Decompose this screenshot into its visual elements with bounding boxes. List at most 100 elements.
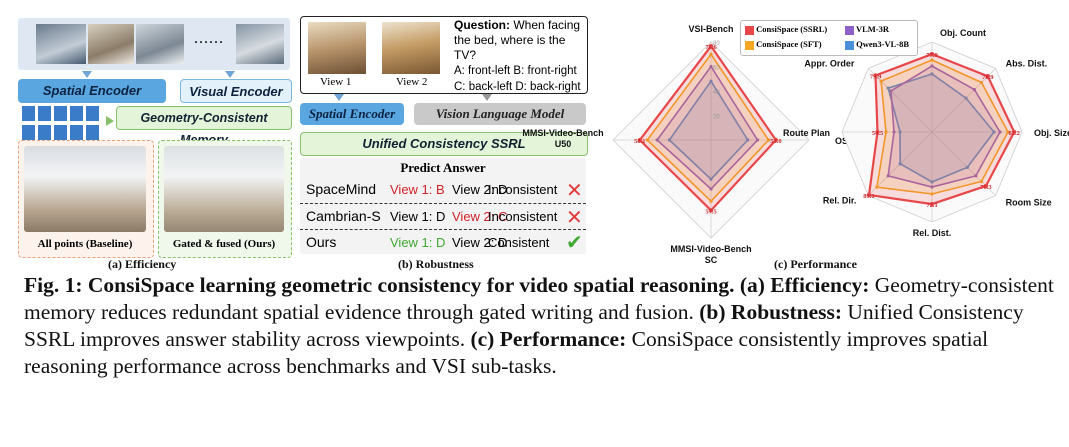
view1-image bbox=[308, 22, 366, 74]
subcaption-b: (b) Robustness bbox=[398, 257, 474, 271]
table-row: SpaceMind View 1: B View 2: D Inconsiste… bbox=[300, 177, 586, 202]
caption-text-a: Geometry-consistent memory reduces redun… bbox=[24, 273, 1054, 324]
radar-point bbox=[898, 162, 902, 166]
video-frame bbox=[136, 24, 184, 64]
radar-point bbox=[709, 79, 713, 83]
arrow-down-icon bbox=[334, 94, 344, 101]
video-frame bbox=[236, 24, 284, 64]
legend-item: VLM-3R bbox=[845, 24, 889, 35]
question-text: Question: When facing the bed, where is … bbox=[454, 18, 581, 93]
axis-label: U50 bbox=[555, 139, 572, 149]
data-label: 82.2 bbox=[1009, 130, 1020, 137]
caption-label-c: (c) Performance: bbox=[470, 327, 627, 351]
data-label: 57.5 bbox=[705, 208, 717, 215]
pointcloud-ours bbox=[164, 146, 284, 232]
legend: ConsiSpace (SSRL) VLM-3R ConsiSpace (SFT… bbox=[740, 20, 918, 56]
view1-label: View 1 bbox=[320, 76, 352, 88]
radar-point bbox=[886, 86, 890, 90]
axis-label: Obj. Size bbox=[1034, 128, 1069, 138]
radar-point bbox=[875, 129, 880, 135]
data-label: 76.3 bbox=[980, 184, 992, 191]
radar-point bbox=[898, 130, 902, 134]
legend-swatch bbox=[745, 40, 754, 50]
radar-point bbox=[773, 137, 779, 143]
view1-answer: View 1: B bbox=[390, 182, 445, 197]
view2-label: View 2 bbox=[396, 76, 428, 88]
predict-header: Predict Answer bbox=[400, 160, 486, 175]
subcaption-a: (a) Efficiency bbox=[108, 257, 177, 271]
view1-answer: View 1: D bbox=[390, 235, 446, 250]
arrow-down-icon bbox=[82, 71, 92, 78]
video-frame bbox=[88, 24, 134, 64]
caption-label-a: (a) Efficiency: bbox=[739, 273, 870, 297]
radar-point bbox=[979, 80, 984, 85]
radar-point bbox=[886, 174, 890, 178]
view2-answer: View 2: D bbox=[452, 182, 508, 197]
radar-point bbox=[929, 51, 935, 57]
radar-point bbox=[992, 130, 996, 134]
caption-label-b: (b) Robustness: bbox=[699, 300, 843, 324]
radar-point bbox=[930, 58, 934, 62]
figure-caption: Fig. 1: ConsiSpace learning geometric co… bbox=[24, 272, 1054, 380]
radar-point bbox=[965, 165, 969, 169]
video-frame bbox=[36, 24, 86, 64]
radar-point bbox=[985, 74, 990, 79]
axis-label: Appr. Order bbox=[804, 58, 855, 68]
visual-encoder-block: Visual Encoder bbox=[180, 79, 292, 103]
axis-label: Obj. Count bbox=[940, 28, 986, 38]
axis-label: Route Plan bbox=[783, 128, 830, 138]
legend-item: ConsiSpace (SFT) bbox=[745, 39, 822, 50]
radar-charts: 76.653.057.558.120406080VSI-BenchOSI-Ben… bbox=[522, 24, 1069, 265]
legend-swatch bbox=[845, 25, 854, 35]
row-divider bbox=[300, 203, 586, 204]
radar-point bbox=[930, 180, 934, 184]
caption-text-b: Unified Consistency SSRL improves answer… bbox=[24, 300, 1024, 351]
radar-point bbox=[746, 138, 750, 142]
check-icon: ✔ bbox=[566, 230, 583, 254]
data-label: 89.1 bbox=[863, 193, 874, 200]
radar-point bbox=[930, 192, 934, 196]
legend-swatch bbox=[745, 25, 754, 35]
tick-label: 60 bbox=[713, 66, 720, 72]
model-name: Cambrian-S bbox=[306, 208, 381, 224]
radar-point bbox=[879, 79, 883, 83]
radar-point bbox=[889, 89, 893, 93]
row-divider bbox=[300, 229, 586, 230]
radar-point bbox=[930, 72, 934, 76]
table-row: Ours View 1: D View 2: D Consistent ✔ bbox=[300, 230, 586, 255]
subcaption-c: (c) Performance bbox=[774, 257, 857, 271]
radar-point bbox=[930, 64, 934, 68]
tick-label: 40 bbox=[713, 90, 720, 96]
predict-table bbox=[300, 158, 586, 254]
radar-point bbox=[875, 185, 879, 189]
radar-point bbox=[708, 43, 714, 49]
radar-point bbox=[983, 183, 989, 189]
table-row: Cambrian-S View 1: D View 2: C Inconsist… bbox=[300, 204, 586, 229]
fig-number: Fig. 1: bbox=[24, 273, 83, 297]
radar-point bbox=[755, 138, 760, 142]
view1-answer: View 1: D bbox=[390, 209, 446, 224]
legend-item: ConsiSpace (SSRL) bbox=[745, 24, 827, 35]
model-name: SpaceMind bbox=[306, 181, 377, 197]
radar-point bbox=[709, 52, 713, 56]
vlm-block: Vision Language Model bbox=[414, 103, 586, 125]
radar-point bbox=[930, 185, 934, 189]
radar-point bbox=[1006, 130, 1010, 134]
legend-item: Qwen3-VL-8B bbox=[845, 39, 909, 50]
memory-block: Geometry-Consistent Memory bbox=[116, 106, 292, 147]
radar-point bbox=[1012, 129, 1017, 135]
radar-spoke bbox=[868, 68, 933, 133]
label-ours: Gated & fused (Ours) bbox=[172, 238, 276, 250]
radar-point bbox=[645, 138, 649, 142]
status-text: Consistent bbox=[488, 235, 550, 250]
cross-icon: ✕ bbox=[566, 178, 583, 202]
axis-label: MMSI-Video-Bench bbox=[522, 128, 603, 138]
radar-point bbox=[709, 64, 713, 69]
radar-point bbox=[667, 138, 671, 142]
panel-performance: 76.653.057.558.120406080VSI-BenchOSI-Ben… bbox=[522, 0, 1069, 271]
data-label: 58.1 bbox=[634, 138, 645, 145]
data-label: 78.9 bbox=[982, 74, 994, 81]
fig-title: ConsiSpace learning geometric consistenc… bbox=[87, 273, 735, 297]
radar-point bbox=[655, 138, 659, 142]
status-text: Inconsistent bbox=[488, 182, 558, 197]
